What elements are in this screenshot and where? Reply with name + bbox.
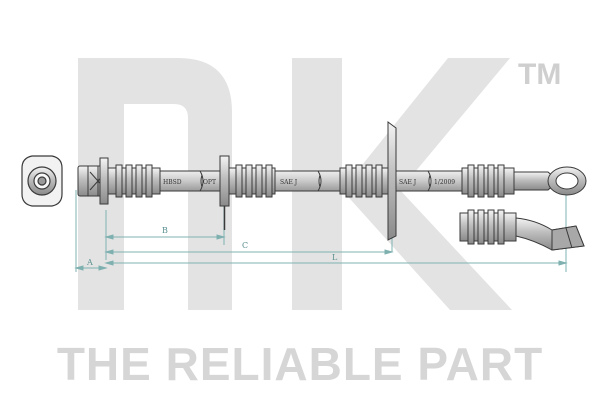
hose-print-date: 1/2009 <box>434 179 455 186</box>
trademark-symbol: TM <box>518 58 562 91</box>
hose-print-sae-1: SAE J <box>280 179 298 186</box>
dimension-lines <box>74 190 568 272</box>
hose-print-opt: OPT <box>203 179 216 186</box>
dimension-label-a: A <box>86 258 93 267</box>
ferrule-center-1 <box>228 164 276 198</box>
fitting-side-view <box>459 209 585 251</box>
hose-segment-2: OPT <box>199 170 223 192</box>
hose-print-hbsd: HBSD <box>163 179 182 186</box>
hose-print-sae-2: SAE J <box>399 179 417 186</box>
dimension-label-b: B <box>162 226 168 235</box>
brand-tagline: THE RELIABLE PART <box>56 338 544 390</box>
end-fitting-front-view <box>21 155 63 207</box>
hex-fitting-left <box>77 157 109 205</box>
ferrule-left <box>107 164 161 198</box>
hose-segment-1: HBSD <box>159 170 205 192</box>
hose-segment-4: SAE J 1/2009 <box>395 170 463 192</box>
ferrule-center-2 <box>339 164 389 198</box>
mounting-bracket-2 <box>387 121 397 241</box>
hose-segment-3: SAE J <box>274 170 341 192</box>
ferrule-right <box>461 164 515 198</box>
dimension-labels: B C L A <box>86 226 338 267</box>
dimension-label-c: C <box>242 241 248 250</box>
dimension-label-l: L <box>332 253 338 262</box>
banjo-fitting <box>513 166 587 196</box>
